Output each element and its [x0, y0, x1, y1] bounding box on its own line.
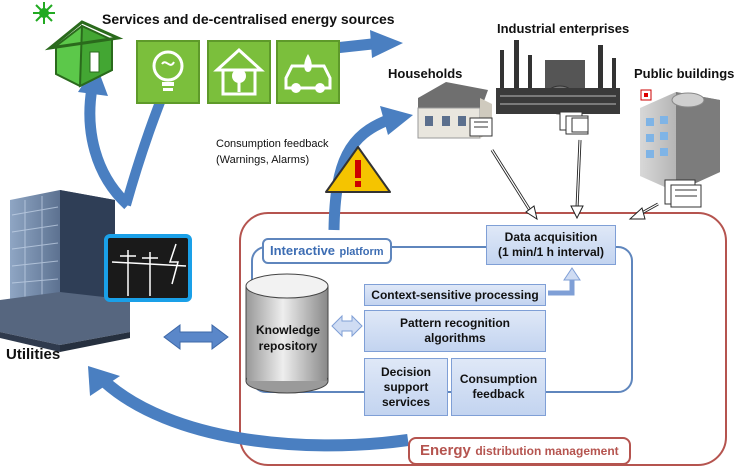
feedback-label-line2: (Warnings, Alarms) [216, 154, 310, 166]
utilities-building-icon [0, 190, 130, 352]
context-processing-box: Context-sensitive processing [364, 284, 546, 306]
data-acquisition-line2: (1 min/1 h interval) [497, 245, 605, 259]
services-title: Services and de-centralised energy sourc… [102, 11, 395, 27]
industrial-label: Industrial enterprises [497, 21, 630, 36]
data-acquisition-box: Data acquisition (1 min/1 h interval) [486, 225, 616, 265]
platform-title-bold: Interactive [270, 243, 336, 258]
feedback-label-line1: Consumption feedback [216, 138, 329, 150]
edm-title-bold: Energy [420, 442, 471, 459]
electric-car-icon [284, 54, 332, 93]
arrow-edm-to-utilities [101, 377, 409, 452]
arrow-utilities-to-green-house [84, 87, 132, 210]
consumption-feedback-box: Consumption feedback [451, 358, 546, 416]
edm-frame [239, 212, 727, 466]
household-house-icon [417, 82, 493, 139]
eco-house-icon [213, 47, 265, 96]
bulb-icon [152, 50, 184, 91]
households-label: Households [388, 66, 463, 81]
service-tile-eco-house [207, 40, 271, 104]
decision-support-box: Decision support services [364, 358, 448, 416]
power-lines-icon [104, 234, 192, 302]
data-acquisition-line1: Data acquisition [504, 230, 598, 244]
service-tile-electric-car [276, 40, 340, 104]
double-arrow-repository-boxes [331, 314, 363, 338]
knowledge-repository-cylinder [245, 273, 329, 394]
platform-title-rest: platform [339, 246, 384, 258]
platform-title: Interactive platform [262, 238, 392, 264]
public-building-icon [640, 89, 720, 208]
public-buildings-label: Public buildings [634, 66, 735, 81]
double-arrow-utilities-repository [163, 324, 229, 350]
industrial-plant-icon [496, 40, 620, 135]
elbow-arrow-acquisition-context [548, 278, 575, 296]
edm-title: Energy distribution management [408, 437, 631, 465]
service-tile-bulb [136, 40, 200, 104]
edm-title-rest: distribution management [475, 444, 619, 458]
green-house-icon [33, 2, 124, 88]
warning-icon [325, 146, 391, 193]
knowledge-repository-label: Knowledge repository [255, 323, 320, 353]
arrow-to-households [328, 114, 391, 231]
pattern-recognition-box: Pattern recognition algorithms [364, 310, 546, 352]
utilities-label: Utilities [6, 346, 61, 363]
arrow-services-to-consumers [334, 38, 373, 54]
